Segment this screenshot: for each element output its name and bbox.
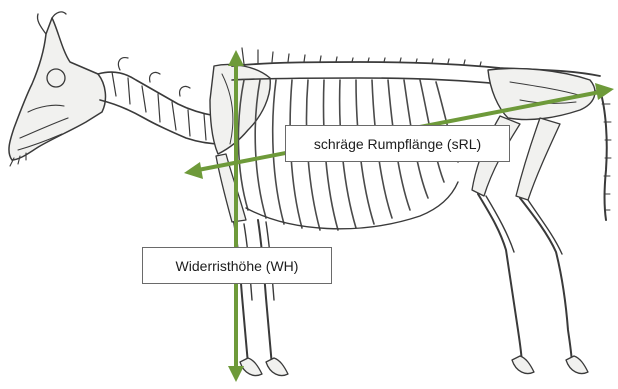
withers-height-label: Widerristhöhe (WH) xyxy=(142,247,332,284)
neck-vertebrae xyxy=(98,58,222,144)
skull xyxy=(9,12,106,166)
skeleton-illustration xyxy=(9,12,611,376)
tail xyxy=(600,90,607,220)
oblique-body-length-label: schräge Rumpflänge (sRL) xyxy=(285,125,510,162)
